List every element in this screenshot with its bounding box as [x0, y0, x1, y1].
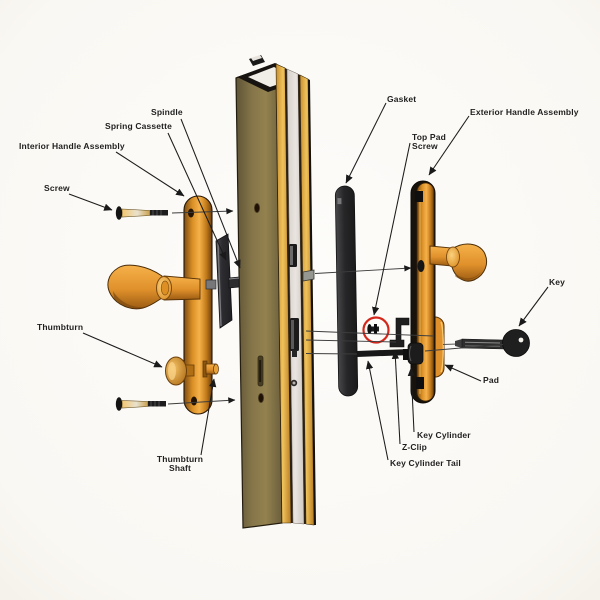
interior-backplate-hole-top [188, 208, 194, 218]
screw-top-head [115, 206, 123, 220]
interior-lever-grip-shadow [113, 291, 148, 309]
door-screw-hole-bottom [257, 392, 264, 403]
interior-lever-grip [107, 264, 163, 310]
key-blade-tip [455, 339, 462, 348]
spindle-stub [302, 269, 315, 282]
pad-highlight [440, 321, 444, 373]
door-edge-outline [308, 79, 316, 525]
top-pad-screw-highlight-circle [362, 316, 390, 344]
gasket-notch [337, 198, 342, 205]
key-head-hole [518, 337, 524, 343]
leader-key [518, 286, 549, 327]
exterior-lever-grip-shadow [455, 272, 481, 280]
interior-backplate-hole-bottom [191, 396, 197, 406]
leader-exterior-handle-assembly [428, 115, 470, 176]
leader-top-pad-screw [372, 142, 411, 316]
leader-spindle [180, 118, 241, 269]
leader-lines [68, 102, 549, 461]
axis-key [424, 344, 504, 352]
spindle-highlight [228, 277, 240, 280]
axis-lines [167, 208, 504, 405]
door-stile [235, 55, 316, 529]
door-edge-dark-line-2 [298, 74, 306, 524]
axis-screw-bottom [167, 397, 236, 405]
gasket [334, 185, 359, 397]
leader-interior-handle-assembly [115, 151, 185, 197]
door-front-face [235, 63, 283, 529]
top-pad-screw-collar [374, 324, 377, 334]
key-cylinder [407, 342, 424, 365]
axis-top-pad-screw [305, 330, 434, 337]
key-tip-line [442, 343, 458, 345]
leader-thumbturn-shaft [200, 378, 217, 456]
label-pad: Pad [483, 375, 500, 385]
screw-top [115, 206, 168, 220]
interior-backplate [183, 195, 213, 415]
spindle-left-segment [205, 279, 217, 290]
thumbturn-shaft [202, 360, 219, 378]
label-key-cylinder-tail: Key Cylinder Tail [390, 458, 461, 468]
label-thumbturn-shaft: Thumbturn Shaft [156, 454, 204, 474]
screw-bottom-shaft [121, 400, 149, 409]
label-spring-cassette: Spring Cassette [105, 121, 172, 131]
spindle-right-segment [228, 276, 240, 289]
label-key-cylinder: Key Cylinder [417, 430, 471, 440]
interior-lever-cap-inner [160, 280, 170, 296]
leader-z-clip [391, 350, 401, 445]
faceplate-round-hole-inner [292, 381, 296, 385]
gasket-body [334, 185, 359, 397]
axis-tail [305, 353, 358, 355]
key-blade-groove-1 [464, 341, 501, 344]
label-exterior-handle-assembly: Exterior Handle Assembly [470, 107, 579, 117]
exterior-backplate-hole-bottom [416, 377, 424, 389]
faceplate-latch-slot-top-inner [290, 246, 293, 265]
leader-key-cylinder [407, 367, 416, 433]
axis-screw-top [171, 208, 234, 215]
label-screw: Screw [44, 183, 70, 193]
screw-bottom [115, 397, 166, 411]
leader-key-cylinder-tail [365, 360, 389, 461]
z-clip [389, 317, 410, 348]
top-pad-screw-head [367, 324, 372, 334]
door-screw-hole-top [253, 202, 260, 213]
exterior-backplate-hole-top [415, 191, 423, 202]
axis-z-clip [305, 339, 397, 343]
faceplate-latch-slot-bottom-inner [291, 320, 294, 349]
spring-cassette-highlight [217, 241, 222, 327]
label-top-pad-screw: Top Pad Screw [412, 132, 446, 152]
exterior-lever-cap [446, 246, 460, 268]
screw-top-shaft [121, 208, 151, 218]
axis-spindle [314, 265, 412, 274]
leader-screw [68, 193, 113, 211]
label-key: Key [549, 277, 566, 287]
door-thumbturn-slot-inner [259, 360, 262, 382]
faceplate-latch-hook [292, 350, 297, 357]
key-head [502, 329, 530, 357]
label-z-clip: Z-Clip [402, 442, 427, 452]
exterior-backplate-spindle-hole [417, 260, 425, 272]
label-gasket: Gasket [387, 94, 417, 104]
spindle [205, 276, 240, 290]
screw-bottom-head [115, 397, 123, 411]
door-top-tab-highlight [251, 55, 262, 61]
key-cylinder-highlight [408, 345, 412, 362]
thumbturn [165, 356, 195, 386]
thumbturn-disc-highlight [168, 362, 176, 380]
leader-pad [444, 364, 482, 382]
leader-thumbturn [82, 332, 163, 368]
label-spindle: Spindle [151, 107, 183, 117]
leader-spring-cassette [167, 132, 227, 261]
thumbturn-shaft-cap [213, 363, 219, 375]
door-edge-dark-line-1 [285, 68, 293, 523]
label-interior-handle-assembly: Interior Handle Assembly [19, 141, 125, 151]
interior-handle-assembly [107, 195, 213, 415]
key [442, 329, 530, 357]
label-thumbturn: Thumbturn [37, 322, 84, 332]
key-cylinder-rear [403, 349, 409, 360]
screw-top-threads [150, 210, 168, 216]
leader-gasket [345, 102, 387, 184]
screw-bottom-threads [148, 401, 166, 407]
